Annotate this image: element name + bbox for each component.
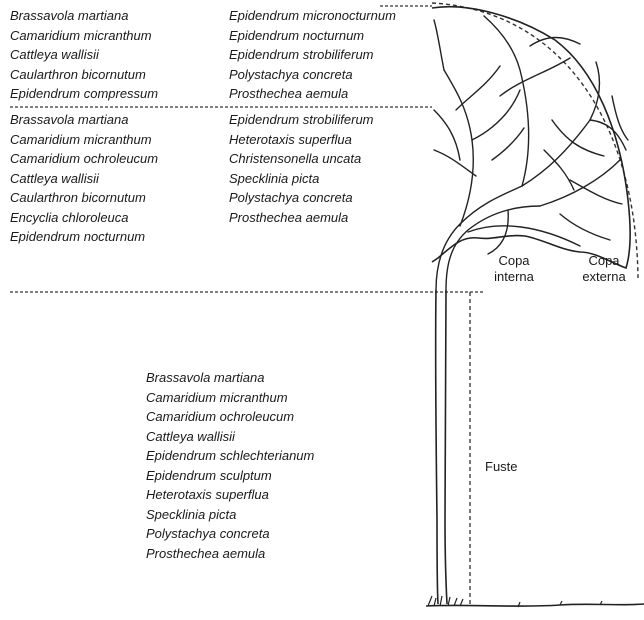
species-name: Camaridium micranthum — [10, 130, 158, 150]
species-name: Prosthechea aemula — [146, 544, 314, 564]
species-name: Brassavola martiana — [10, 6, 158, 26]
inner-crown-label-line1: Copa — [486, 253, 542, 269]
inner-crown-list-left: Brassavola martiana Camaridium micranthu… — [10, 110, 158, 247]
species-name: Caularthron bicornutum — [10, 65, 158, 85]
species-name: Heterotaxis superflua — [229, 130, 374, 150]
species-name: Caularthron bicornutum — [10, 188, 158, 208]
species-name: Heterotaxis superflua — [146, 485, 314, 505]
trunk — [436, 290, 438, 604]
outer-crown-label-line1: Copa — [576, 253, 632, 269]
trunk-species-list: Brassavola martiana Camaridium micranthu… — [146, 368, 314, 563]
species-name: Encyclia chloroleuca — [10, 208, 158, 228]
inner-crown-list-right: Epidendrum strobiliferum Heterotaxis sup… — [229, 110, 374, 227]
species-name: Camaridium micranthum — [10, 26, 158, 46]
outer-crown-label-line2: externa — [576, 269, 632, 285]
species-name: Epidendrum schlechterianum — [146, 446, 314, 466]
species-name: Polystachya concreta — [229, 188, 374, 208]
species-name: Camaridium micranthum — [146, 388, 314, 408]
outer-crown-list-left: Brassavola martiana Camaridium micranthu… — [10, 6, 158, 104]
species-name: Specklinia picta — [146, 505, 314, 525]
species-name: Prosthechea aemula — [229, 208, 374, 228]
species-name: Epidendrum sculptum — [146, 466, 314, 486]
species-name: Epidendrum nocturnum — [229, 26, 396, 46]
species-name: Cattleya wallisii — [10, 169, 158, 189]
trunk-label: Fuste — [485, 459, 518, 475]
outer-crown-list-right: Epidendrum micronocturnum Epidendrum noc… — [229, 6, 396, 104]
species-name: Brassavola martiana — [146, 368, 314, 388]
species-name: Epidendrum micronocturnum — [229, 6, 396, 26]
species-name: Camaridium ochroleucum — [146, 407, 314, 427]
species-name: Prosthechea aemula — [229, 84, 396, 104]
species-name: Epidendrum strobiliferum — [229, 110, 374, 130]
species-name: Cattleya wallisii — [10, 45, 158, 65]
ground-line — [426, 604, 644, 606]
species-name: Polystachya concreta — [229, 65, 396, 85]
species-name: Christensonella uncata — [229, 149, 374, 169]
outer-crown-label: Copa externa — [576, 253, 632, 285]
species-name: Epidendrum strobiliferum — [229, 45, 396, 65]
inner-crown-label: Copa interna — [486, 253, 542, 285]
species-name: Specklinia picta — [229, 169, 374, 189]
species-name: Cattleya wallisii — [146, 427, 314, 447]
species-name: Epidendrum nocturnum — [10, 227, 158, 247]
branches — [434, 16, 628, 290]
species-name: Epidendrum compressum — [10, 84, 158, 104]
inner-crown-label-line2: interna — [486, 269, 542, 285]
species-name: Brassavola martiana — [10, 110, 158, 130]
species-name: Camaridium ochroleucum — [10, 149, 158, 169]
species-name: Polystachya concreta — [146, 524, 314, 544]
outer-crown-arc — [432, 3, 638, 278]
trunk-right-edge — [445, 290, 447, 604]
